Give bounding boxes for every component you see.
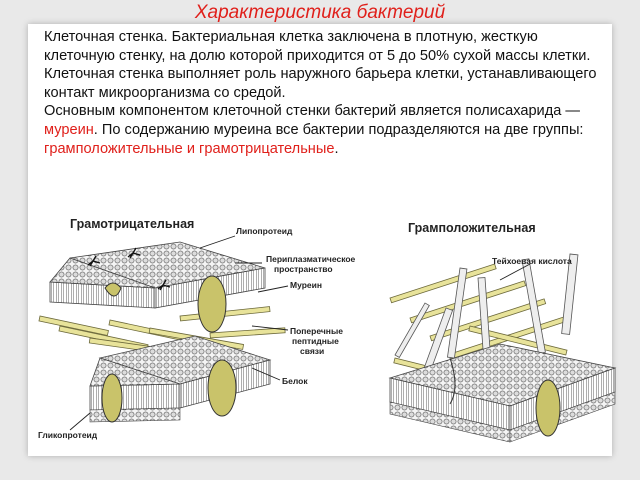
label-periplasmic-2: пространство [274, 264, 333, 274]
label-lipoprotein: Липопротеид [236, 226, 293, 236]
label-protein: Белок [282, 376, 308, 386]
label-glycoprotein: Гликопротеид [38, 430, 98, 440]
paragraph-barrier: Клеточная стенка выполняет роль наружног… [44, 66, 597, 101]
label-murein: Муреин [290, 280, 322, 290]
gram-positive-title: Грамположительная [408, 221, 536, 235]
label-crossbridges-2: пептидные [292, 336, 339, 346]
paragraph-murein: Основным компонентом клеточной стенки ба… [44, 102, 604, 158]
label-crossbridges-1: Поперечные [290, 326, 343, 336]
gram-negative-callouts [69, 235, 289, 431]
slide-title: Характеристика бактерий [194, 2, 446, 23]
gram-negative-title: Грамотрицательная [70, 217, 194, 231]
murein-term: муреин [44, 121, 94, 138]
cell-wall-diagram: Грамотрицательная Грамположительная [30, 208, 620, 458]
text-segment: . По содержанию муреина все бактерии под… [93, 121, 584, 138]
gram-positive-wall [388, 253, 617, 443]
text-segment: . [334, 140, 339, 157]
gram-negative-wall [38, 241, 286, 423]
text-segment: Основным компонентом клеточной стенки ба… [44, 103, 580, 120]
paragraph-cell-wall: Клеточная стенка. Бактериальная клетка з… [44, 29, 591, 64]
label-crossbridges-3: связи [300, 346, 324, 356]
label-periplasmic-1: Периплазматическое [266, 254, 356, 264]
body-text: Клеточная стенка. Бактериальная клетка з… [44, 28, 604, 158]
groups-term: грамположительные и грамотрицательные [44, 140, 335, 157]
label-teichoic-acid: Тейхоевая кислота [492, 256, 572, 266]
gram-positive-callouts [499, 263, 531, 281]
